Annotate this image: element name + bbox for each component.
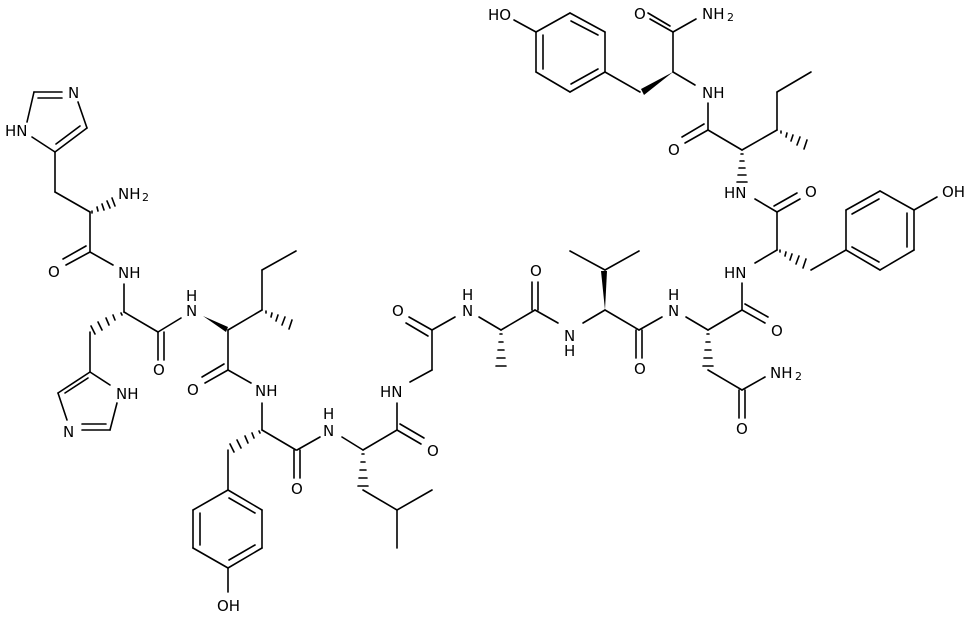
- atom-label: H: [186, 287, 197, 305]
- atom-label: O: [187, 381, 199, 399]
- residue-his2: NH N O H N: [57, 283, 197, 441]
- atom-label: O: [805, 183, 817, 201]
- atom-label: H: [564, 342, 575, 360]
- residue-val8: O H N: [569, 250, 679, 378]
- wedge-bond: [601, 271, 607, 310]
- atom-label: HN: [5, 122, 28, 140]
- atom-label: NH: [702, 5, 725, 23]
- atom-label: N: [63, 423, 74, 441]
- atom-label: N: [462, 302, 473, 320]
- residue-tyr4: OH O H N: [192, 402, 334, 615]
- atom-label: 2: [795, 370, 802, 383]
- hashed-bond: [780, 130, 808, 150]
- atom-label: N: [323, 422, 334, 440]
- hashed-bond: [91, 197, 116, 214]
- atom-label: O: [771, 322, 783, 340]
- residue-leu5: O HN: [341, 383, 439, 549]
- hashed-bond: [736, 153, 748, 183]
- residue-gly6: O H N: [392, 286, 473, 383]
- atom-label: O: [530, 262, 542, 280]
- atom-label: HN: [724, 184, 747, 202]
- atom-label: H: [668, 286, 679, 304]
- wedge-bond: [203, 316, 228, 332]
- hashed-bond: [495, 333, 507, 367]
- atom-label: OH: [217, 597, 240, 615]
- atom-label: O: [668, 141, 680, 159]
- residue-ala7: O N H: [478, 262, 575, 367]
- atom-label: OH: [942, 183, 965, 201]
- residue-ile3: O NH: [187, 250, 297, 400]
- atom-label: O: [153, 361, 165, 379]
- atom-label: O: [392, 302, 404, 320]
- hashed-bond: [702, 333, 714, 367]
- atom-label: O: [291, 480, 303, 498]
- hashed-bond: [357, 453, 369, 487]
- atom-label: H: [462, 286, 473, 304]
- atom-label: NH: [702, 84, 725, 102]
- atom-label: O: [427, 442, 439, 460]
- atom-label: HN: [724, 264, 747, 282]
- atom-label: HN: [380, 383, 403, 401]
- atom-label: NH: [118, 264, 141, 282]
- atom-label: O: [48, 263, 60, 281]
- hashed-bond: [90, 312, 123, 335]
- hashed-bond: [265, 310, 293, 330]
- atom-label: O: [634, 360, 646, 378]
- residue-asn9: O NH 2 O HN: [685, 264, 802, 438]
- atom-label: H: [323, 405, 334, 423]
- atom-label: HO: [488, 6, 511, 24]
- atom-label: O: [736, 420, 748, 438]
- atom-label: O: [634, 5, 646, 23]
- atom-label: 2: [727, 11, 734, 24]
- atom-label: 2: [142, 191, 149, 204]
- residue-his1: HN N NH 2 O NH: [5, 84, 149, 282]
- atom-label: NH: [255, 382, 278, 400]
- atom-label: N: [564, 327, 575, 345]
- atom-label: NH: [116, 385, 139, 403]
- residue-ile11: O NH: [668, 71, 812, 183]
- atom-label: NH: [770, 364, 793, 382]
- atom-label: N: [668, 302, 679, 320]
- atom-label: N: [186, 302, 197, 320]
- residue-tyr10: OH O HN: [724, 183, 965, 271]
- hashed-bond: [779, 249, 807, 269]
- wedge-bond: [641, 72, 673, 95]
- hashed-bond: [229, 430, 261, 453]
- residue-tyr12: HO O NH 2: [488, 5, 734, 95]
- atom-label: NH: [118, 185, 141, 203]
- atom-label: N: [68, 84, 79, 102]
